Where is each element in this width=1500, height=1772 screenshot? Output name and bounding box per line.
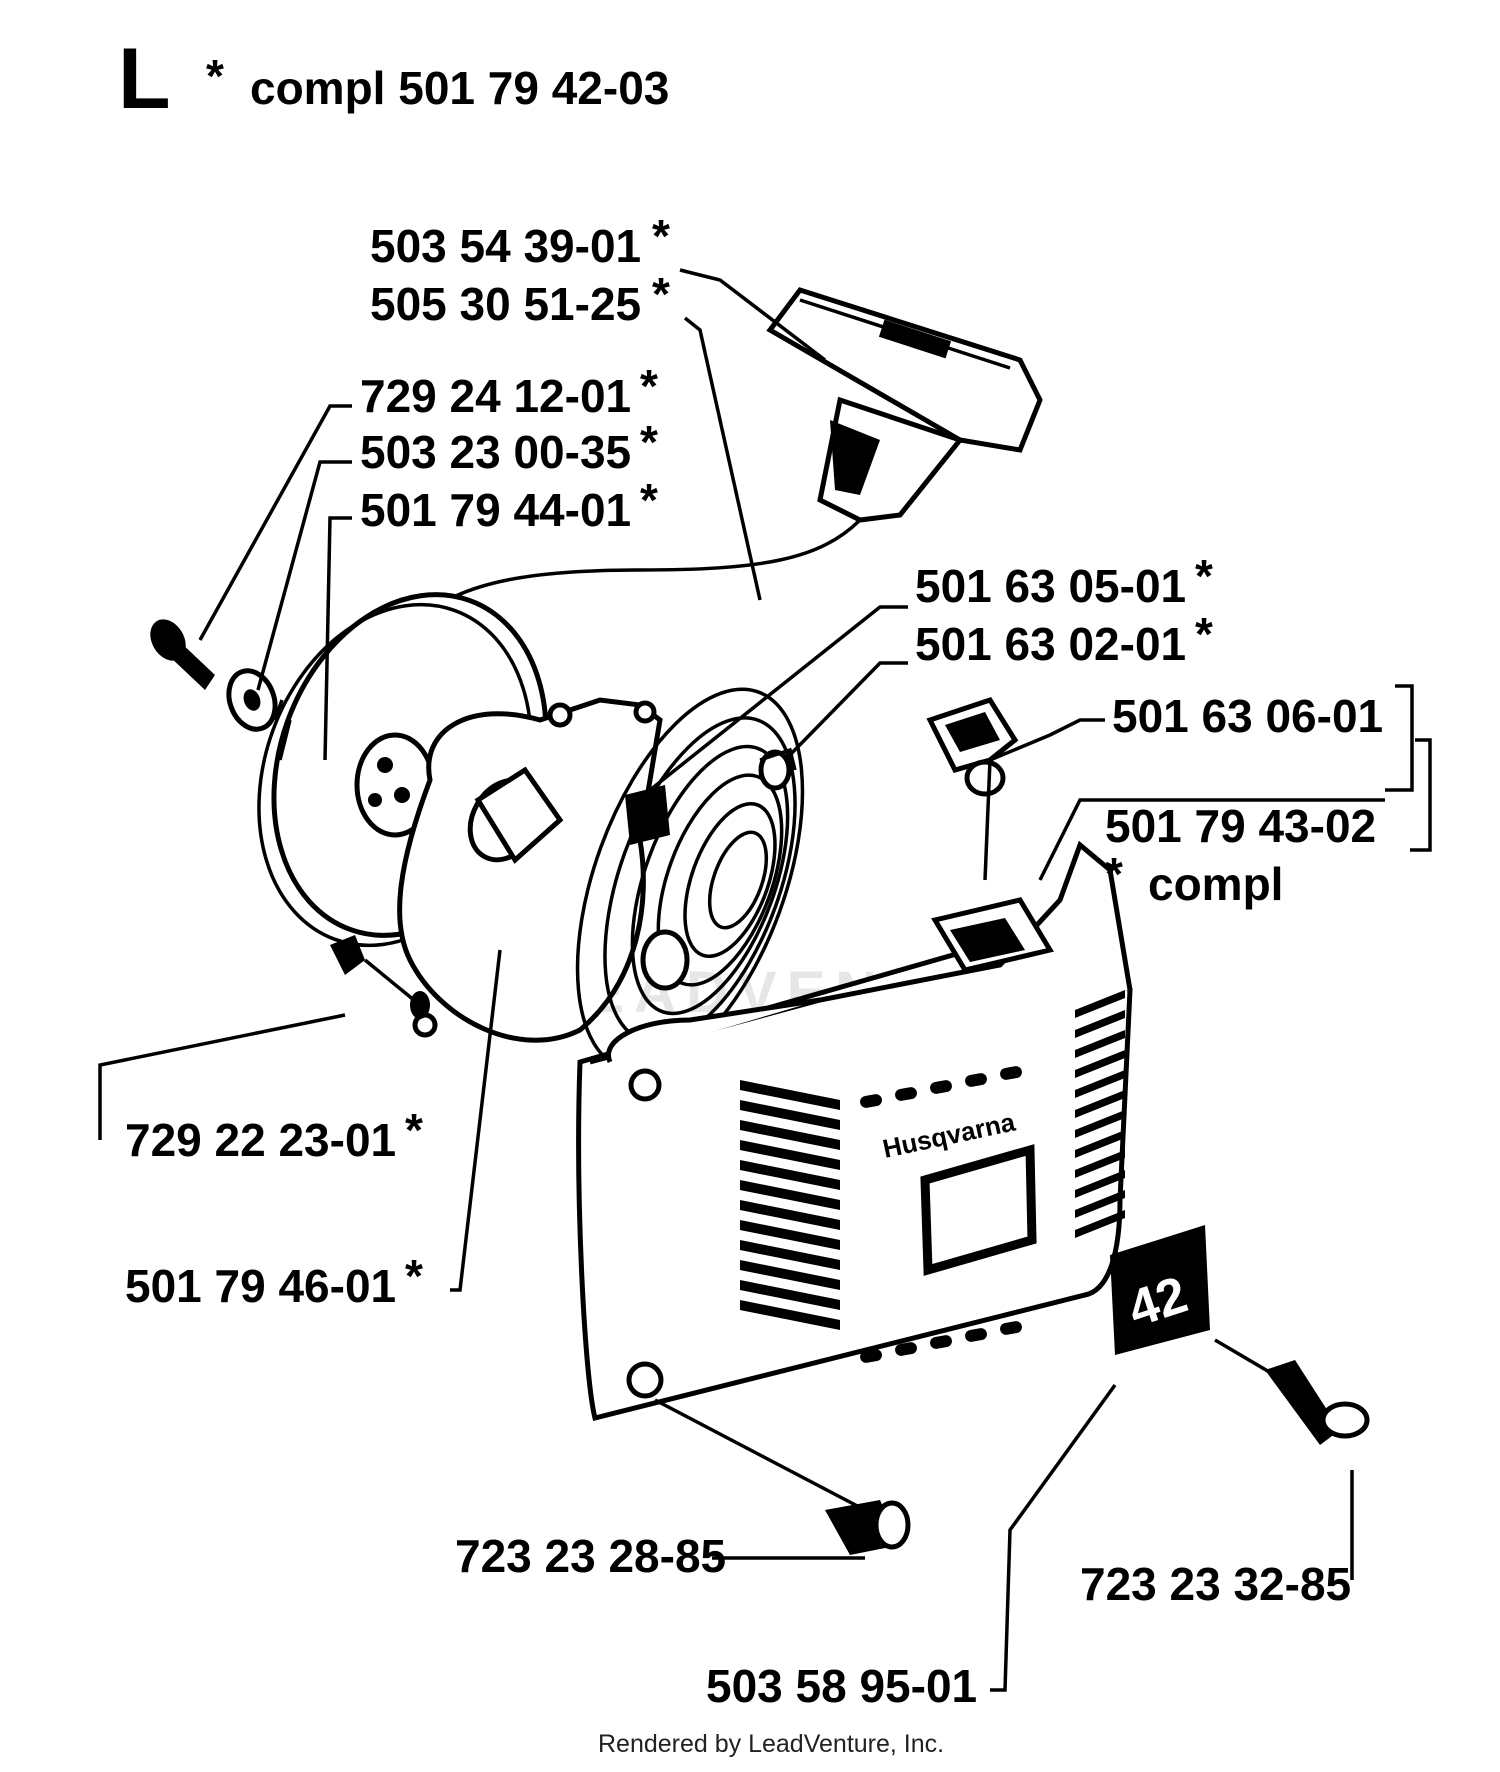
part-suffix-729-24-12-01: * bbox=[640, 360, 658, 412]
part-suffix-729-22-23-01: * bbox=[405, 1104, 423, 1156]
part-label-501-63-05-01: 501 63 05-01 bbox=[915, 560, 1186, 612]
starter-housing-plate bbox=[397, 697, 663, 1043]
part-label-723-23-32-85: 723 23 32-85 bbox=[1080, 1558, 1351, 1610]
part-label-501-63-06-01: 501 63 06-01 bbox=[1112, 690, 1383, 742]
screw-right bbox=[1265, 1360, 1370, 1445]
section-letter: L bbox=[118, 31, 171, 127]
handle-insert bbox=[926, 697, 1019, 797]
part-label-compl: compl bbox=[1148, 858, 1283, 910]
part-labels: 503 54 39-01 * 505 30 51-25 * 729 24 12-… bbox=[125, 210, 1383, 1712]
part-suffix-501-63-02-01: * bbox=[1195, 608, 1213, 660]
footer-credit: Rendered by LeadVenture, Inc. bbox=[598, 1730, 944, 1758]
part-label-729-24-12-01: 729 24 12-01 bbox=[360, 370, 631, 422]
part-label-505-30-51-25: 505 30 51-25 bbox=[370, 278, 641, 330]
screw-bottom-center bbox=[825, 1500, 911, 1555]
number-plate: 42 bbox=[1110, 1225, 1210, 1355]
cover-louvres-right bbox=[1075, 990, 1125, 1238]
part-label-501-79-44-01: 501 79 44-01 bbox=[360, 484, 631, 536]
part-label-503-23-00-35: 503 23 00-35 bbox=[360, 426, 631, 478]
part-suffix-503-23-00-35: * bbox=[640, 416, 658, 468]
cover-oval-slots bbox=[860, 1066, 1022, 1363]
part-suffix-501-63-05-01: * bbox=[1195, 550, 1213, 602]
part-label-729-22-23-01: 729 22 23-01 bbox=[125, 1114, 396, 1166]
part-suffix-503-54-39-01: * bbox=[652, 210, 670, 262]
header-compl-number: compl 501 79 42-03 bbox=[250, 62, 669, 114]
part-suffix-505-30-51-25: * bbox=[652, 268, 670, 320]
starter-cover: Husqvarna bbox=[576, 840, 1133, 1422]
part-suffix-501-79-43-02: * bbox=[1105, 848, 1123, 900]
starter-handle bbox=[766, 287, 1043, 523]
part-label-723-23-28-85: 723 23 28-85 bbox=[455, 1530, 726, 1582]
screw-bottom-left bbox=[330, 935, 430, 1019]
washer bbox=[226, 668, 278, 732]
part-label-501-79-43-02: 501 79 43-02 bbox=[1105, 800, 1376, 852]
spring-clip bbox=[758, 747, 797, 791]
part-label-501-63-02-01: 501 63 02-01 bbox=[915, 618, 1186, 670]
part-label-503-54-39-01: 503 54 39-01 bbox=[370, 220, 641, 272]
part-suffix-501-79-44-01: * bbox=[640, 474, 658, 526]
leader-lines bbox=[98, 268, 1432, 1692]
screw-top-left bbox=[150, 619, 215, 690]
part-suffix-501-79-46-01: * bbox=[405, 1250, 423, 1302]
header-asterisk: * bbox=[206, 50, 224, 102]
cover-louvres-left bbox=[740, 1080, 840, 1330]
part-label-503-58-95-01: 503 58 95-01 bbox=[706, 1660, 977, 1712]
part-label-501-79-46-01: 501 79 46-01 bbox=[125, 1260, 396, 1312]
